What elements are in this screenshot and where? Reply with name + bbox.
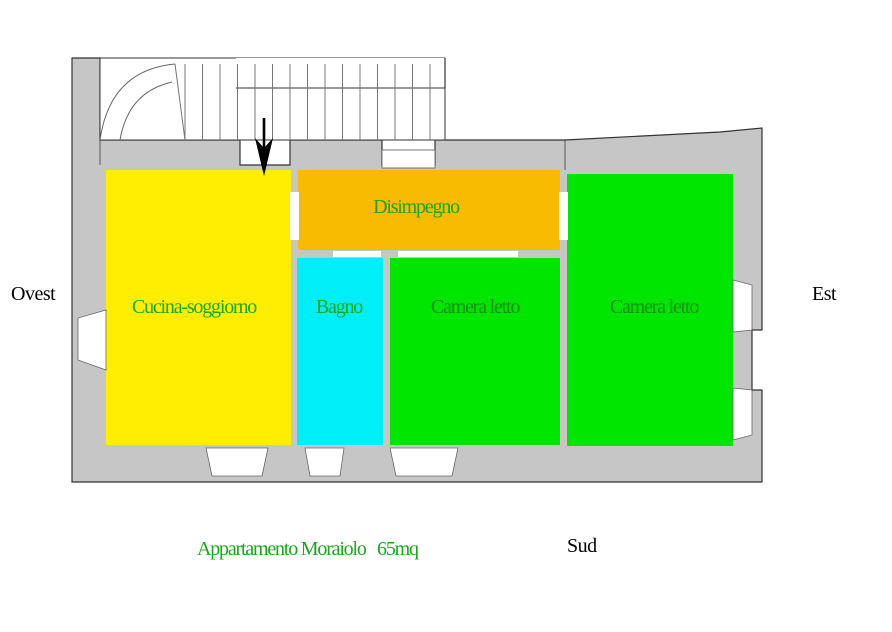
window-west [77,309,107,371]
label-bedroom-1: Camera letto [431,296,521,318]
plan-caption: Appartamento Moraiolo 65mq [197,538,419,560]
room-kitchen-living [106,170,291,445]
arrow-down-icon [255,118,273,176]
staircase-icon [99,57,446,141]
label-hallway: Disimpegno [373,196,460,218]
windows-east [732,279,753,441]
label-bedroom-2: Camera letto [610,296,700,318]
label-east: Est [812,283,837,305]
label-kitchen-living: Cucina-soggiorno [132,296,257,318]
room-bedroom-1 [390,258,560,445]
room-hallway [298,170,560,250]
label-bathroom: Bagno [316,296,363,318]
label-west: Ovest [11,283,56,305]
label-south: Sud [567,535,597,557]
room-bathroom [297,258,383,445]
windows-south [205,447,459,477]
room-bedroom-2 [567,174,733,446]
rooms [106,149,733,446]
